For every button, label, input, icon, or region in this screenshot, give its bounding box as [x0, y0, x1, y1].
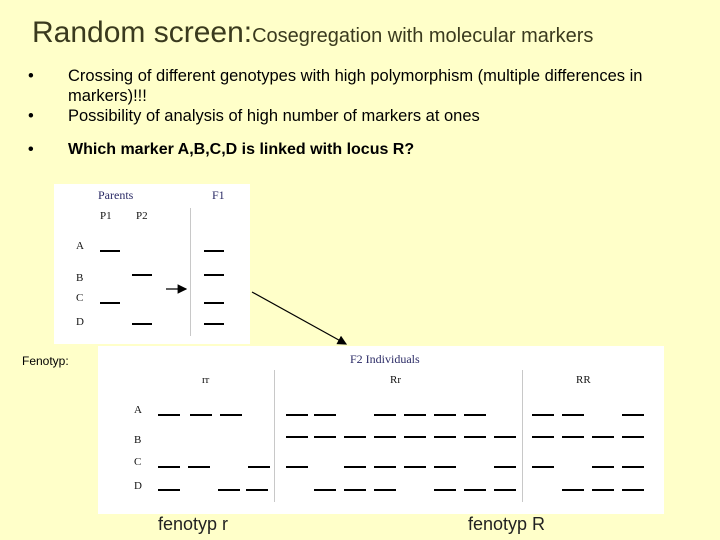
bullet-list: Crossing of different genotypes with hig… — [28, 66, 688, 160]
gel-band — [158, 414, 180, 416]
gel-band — [494, 466, 516, 468]
gel-band — [464, 489, 486, 491]
gel-band — [404, 466, 426, 468]
marker-label-c: C — [134, 456, 142, 468]
gel-band — [374, 489, 396, 491]
marker-label-b: B — [76, 272, 84, 284]
gel-band — [204, 250, 224, 252]
gel-band — [622, 414, 644, 416]
gel-band — [248, 466, 270, 468]
gel-band — [314, 436, 336, 438]
fenotyp-label: Fenotyp: — [22, 354, 69, 368]
gel-band — [592, 436, 614, 438]
gel-band — [374, 466, 396, 468]
f2-gel-panel: F2 Individuals rr Rr RR A B C D — [98, 346, 664, 514]
arrow-icon — [251, 291, 348, 345]
gel-band — [622, 489, 644, 491]
gel-band — [622, 466, 644, 468]
gel-band — [434, 414, 456, 416]
gel-band — [132, 323, 152, 325]
gel-band — [434, 466, 456, 468]
gel-band — [532, 414, 554, 416]
gel-band — [374, 414, 396, 416]
gel-band — [188, 466, 210, 468]
fenotyp-R-label: fenotyp R — [468, 514, 546, 534]
gel-band — [404, 436, 426, 438]
parents-gel-panel: Parents F1 P1 P2 A B C D — [54, 184, 250, 344]
gel-band — [286, 466, 308, 468]
gel-band — [622, 436, 644, 438]
lane-divider — [274, 370, 275, 502]
gel-band — [220, 414, 242, 416]
fenotyp-r-label: fenotyp r — [158, 514, 229, 534]
f2-header: F2 Individuals — [350, 352, 420, 366]
gel-band — [100, 250, 120, 252]
title-sub: Cosegregation with molecular markers — [252, 25, 594, 47]
gel-band — [562, 414, 584, 416]
title-main: Random screen: — [32, 16, 253, 49]
group-rr-label: rr — [202, 374, 210, 386]
gel-band — [562, 436, 584, 438]
lane-divider — [522, 370, 523, 502]
gel-band — [404, 414, 426, 416]
gel-band — [246, 489, 268, 491]
gel-band — [158, 466, 180, 468]
gel-band — [314, 489, 336, 491]
bullet-question: Which marker A,B,C,D is linked with locu… — [28, 140, 688, 160]
gel-band — [434, 436, 456, 438]
p2-label: P2 — [136, 210, 148, 222]
gel-band — [532, 436, 554, 438]
bullet-item: Crossing of different genotypes with hig… — [28, 66, 688, 106]
gel-band — [204, 302, 224, 304]
gel-band — [314, 414, 336, 416]
parents-header: Parents — [98, 188, 134, 202]
gel-band — [464, 414, 486, 416]
p1-label: P1 — [100, 210, 112, 222]
marker-label-c: C — [76, 292, 84, 304]
gel-band — [592, 466, 614, 468]
gel-band — [204, 323, 224, 325]
gel-band — [190, 414, 212, 416]
lane-divider — [190, 208, 191, 336]
gel-band — [158, 489, 180, 491]
bullet-item: Possibility of analysis of high number o… — [28, 106, 688, 126]
gel-band — [532, 466, 554, 468]
gel-band — [286, 414, 308, 416]
slide-title: Random screen:Cosegregation with molecul… — [32, 16, 593, 50]
marker-label-d: D — [134, 480, 142, 492]
gel-band — [494, 436, 516, 438]
gel-band — [204, 274, 224, 276]
gel-band — [218, 489, 240, 491]
gel-band — [100, 302, 120, 304]
marker-label-d: D — [76, 316, 84, 328]
f1-header: F1 — [212, 188, 225, 202]
gel-band — [344, 489, 366, 491]
marker-label-a: A — [76, 240, 84, 252]
marker-label-b: B — [134, 434, 142, 446]
gel-band — [494, 489, 516, 491]
marker-label-a: A — [134, 404, 142, 416]
gel-band — [464, 436, 486, 438]
group-Rr-label: Rr — [390, 374, 401, 386]
gel-band — [374, 436, 396, 438]
gel-band — [132, 274, 152, 276]
gel-band — [592, 489, 614, 491]
gel-band — [562, 489, 584, 491]
gel-band — [344, 466, 366, 468]
gel-band — [344, 436, 366, 438]
gel-band — [434, 489, 456, 491]
gel-band — [286, 436, 308, 438]
group-RR-label: RR — [576, 374, 591, 386]
